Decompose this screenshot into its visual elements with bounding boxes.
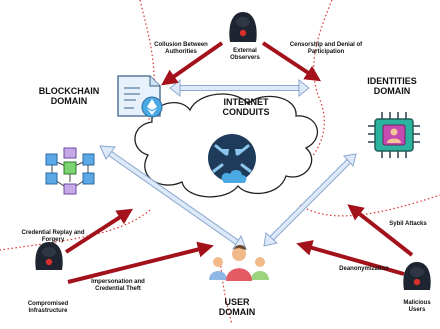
label-line: Credential Replay and xyxy=(21,230,85,236)
blockchain-document-icon xyxy=(117,75,163,118)
hacker-icon-compromised xyxy=(35,242,63,270)
label-line: IDENTITIES xyxy=(367,76,417,86)
threat-arrow-impersonation xyxy=(67,241,214,284)
user-domain-label: USER DOMAIN xyxy=(210,297,264,318)
label-line: Impersonation and xyxy=(91,279,145,285)
boundary-bottom-right xyxy=(299,194,440,217)
label-line: Compromised xyxy=(27,301,69,307)
threat-arrows xyxy=(64,41,414,284)
label-line: BLOCKCHAIN xyxy=(38,86,100,96)
replay-label: Credential Replay and Forgery xyxy=(16,230,90,244)
label-line: Observers xyxy=(230,54,260,61)
label-line: CONDUITS xyxy=(222,107,270,118)
label-line: USER xyxy=(224,297,250,307)
router-icon xyxy=(208,134,256,183)
identities-domain-label: IDENTITIES DOMAIN xyxy=(354,76,430,97)
boundary-bottom-left xyxy=(0,209,151,251)
conduit-arrow-user-identities xyxy=(263,153,357,247)
label-line: Forgery xyxy=(41,236,65,243)
impersonation-label: Impersonation and Credential Theft xyxy=(82,279,154,293)
label-line: Authorities xyxy=(165,48,197,55)
compromised-infrastructure-label: Compromised Infrastructure xyxy=(18,301,78,315)
label-line: Credential Theft xyxy=(95,285,141,292)
threat-arrow-collusion xyxy=(161,41,224,86)
hacker-icon-malicious xyxy=(403,262,431,290)
threat-arrow-replay xyxy=(64,208,134,254)
conduit-arrow-blockchain-identities xyxy=(169,78,310,98)
internet-conduits-label: INTERNET CONDUITS xyxy=(214,97,278,118)
label-line: Collusion Between xyxy=(154,42,208,48)
threat-arrow-censorship xyxy=(261,41,322,82)
label-line: Participation xyxy=(307,48,345,55)
sybil-label: Sybil Attacks xyxy=(389,221,427,227)
label-line: Users xyxy=(408,306,426,313)
user-group-icon xyxy=(209,244,269,281)
label-line: Infrastructure xyxy=(28,307,68,314)
external-observers-label: External Observers xyxy=(222,48,268,62)
collusion-label: Collusion Between Authorities xyxy=(143,42,219,56)
label-line: Censorship and Denial of xyxy=(289,42,363,48)
threat-arrow-deanonymization xyxy=(296,240,405,276)
label-line: DOMAIN xyxy=(218,307,256,318)
malicious-users-label: Malicious Users xyxy=(398,300,436,314)
deanonymization-label: Deanonymization xyxy=(339,266,389,272)
blockchain-domain-label: BLOCKCHAIN DOMAIN xyxy=(34,86,104,107)
identity-chip-icon xyxy=(368,112,420,158)
threat-arrow-sybil xyxy=(347,204,414,257)
blockchain-cubes-icon xyxy=(45,147,95,195)
label-line: INTERNET xyxy=(223,97,269,107)
hacker-icon-external xyxy=(229,12,257,42)
label-line: DOMAIN xyxy=(373,86,411,97)
label-line: Malicious xyxy=(403,300,431,306)
censorship-label: Censorship and Denial of Participation xyxy=(280,42,372,56)
boundary-bottom xyxy=(219,257,233,325)
internet-cloud xyxy=(134,93,318,198)
label-line: DOMAIN xyxy=(50,96,88,107)
label-line: External xyxy=(233,48,257,54)
boundary-top-right xyxy=(289,0,333,176)
